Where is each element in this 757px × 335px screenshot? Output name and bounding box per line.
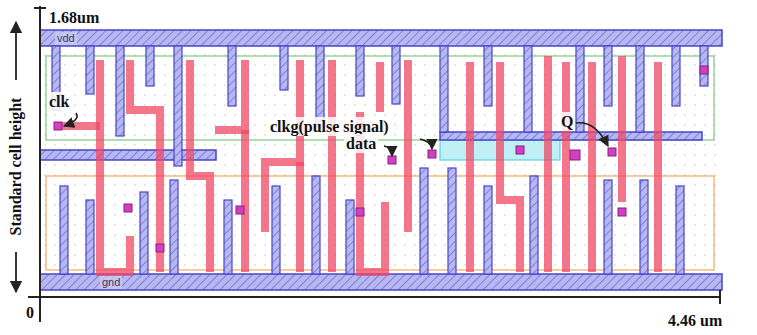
metal-strap	[524, 46, 532, 132]
metal-strap	[116, 46, 124, 136]
poly-gate	[190, 60, 210, 272]
contact-via	[356, 208, 364, 216]
poly-gate	[588, 62, 596, 272]
contact-via	[570, 150, 580, 160]
poly-gate	[215, 60, 245, 130]
height-arrow	[15, 252, 17, 292]
contact-via	[428, 150, 436, 158]
leader-arrow	[420, 139, 432, 149]
metal-strap	[174, 46, 182, 166]
poly-gate	[562, 62, 570, 272]
dimension-label: Standard cell height	[7, 95, 26, 237]
metal-strap	[440, 46, 448, 132]
metal-strap	[280, 46, 288, 90]
contact-via	[124, 204, 132, 212]
metal-strap	[700, 46, 708, 86]
metal-rail	[40, 274, 722, 290]
poly-gate	[466, 62, 474, 272]
metal-strap	[170, 180, 178, 274]
leader-arrow	[384, 146, 392, 156]
metal-strap	[140, 192, 148, 274]
metal-strap	[484, 186, 492, 274]
contact-via	[608, 148, 616, 156]
poly-gate	[618, 56, 626, 202]
cell-background	[40, 30, 722, 290]
poly-gate	[544, 56, 552, 272]
axis-line	[34, 7, 46, 9]
metal-strap	[484, 46, 492, 106]
metal-strap	[420, 168, 428, 274]
axis-origin: 0	[26, 303, 34, 322]
poly-gate	[62, 56, 658, 272]
metal-strap	[640, 180, 648, 274]
poly-gate	[265, 60, 300, 232]
rail-name: gnd	[100, 276, 122, 289]
contact-via	[54, 66, 708, 252]
axis-line	[28, 6, 720, 322]
metal-strap	[346, 200, 354, 274]
poly-gate	[376, 62, 384, 112]
metal-strap	[86, 46, 94, 94]
poly-gate	[100, 60, 130, 272]
signal-name: data	[344, 134, 378, 153]
poly-gate	[328, 60, 336, 272]
leader-arrow	[64, 113, 77, 126]
metal-strap	[576, 46, 584, 132]
poly-gate	[404, 60, 412, 232]
metal-strap	[52, 46, 708, 274]
axis-line	[39, 6, 41, 322]
dimension-label: 1.68um	[47, 8, 101, 27]
metal-strap	[392, 46, 400, 104]
metal-rail	[40, 30, 722, 290]
metal-strap	[312, 176, 320, 274]
contact-via	[54, 122, 62, 130]
contact-via	[388, 156, 396, 164]
contact-via	[700, 66, 708, 74]
contact-via	[156, 244, 164, 252]
poly-gate	[241, 130, 249, 272]
metal-strap	[676, 186, 684, 274]
leader-arrow	[64, 113, 608, 156]
dimension-label: 4.46 um	[668, 311, 722, 330]
cell-background	[40, 30, 722, 290]
metal-strap	[224, 200, 232, 274]
metal-strap	[316, 46, 324, 126]
pin-name: clk	[47, 92, 71, 111]
axis-line	[28, 296, 720, 298]
metal-rail	[40, 30, 722, 46]
metal-strap	[356, 46, 364, 96]
metal-strap	[604, 46, 612, 106]
metal-strap	[636, 46, 644, 132]
metal-strap	[86, 200, 94, 274]
metal-strap	[448, 168, 456, 274]
metal-strap	[672, 46, 680, 106]
contact-via	[516, 146, 524, 154]
metal-rail	[440, 132, 702, 140]
contact-via	[618, 208, 626, 216]
pin-name: Q	[559, 112, 575, 131]
cell-background	[40, 30, 722, 290]
metal-strap	[146, 46, 154, 86]
metal-strap	[530, 176, 538, 274]
metal-strap	[604, 180, 612, 274]
poly-gate	[654, 62, 662, 272]
metal-strap	[228, 46, 236, 106]
leader-arrow	[576, 123, 608, 146]
contact-via	[236, 206, 244, 214]
poly-gate	[500, 62, 520, 272]
poly-gate	[130, 60, 160, 272]
poly-gate	[62, 122, 100, 130]
axis-line	[719, 290, 721, 304]
poly-gate	[296, 162, 304, 272]
height-arrow	[15, 22, 17, 80]
metal-strap	[60, 186, 68, 274]
metal-strap	[272, 186, 280, 274]
rail-name: vdd	[55, 32, 77, 45]
